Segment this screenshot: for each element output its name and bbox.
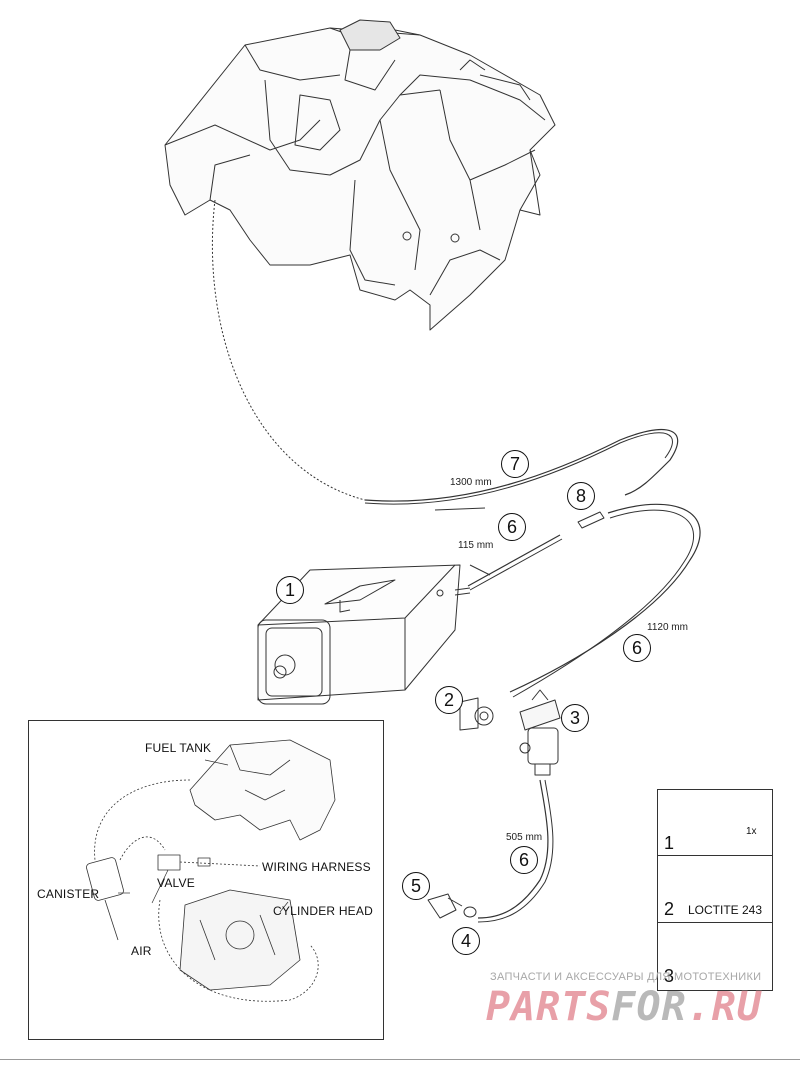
- bottom-rule: [0, 1059, 800, 1060]
- legend-row-1-number: 1: [664, 833, 675, 853]
- callout-part-6-bottom: 6: [510, 846, 538, 874]
- callout-part-7: 7: [501, 450, 529, 478]
- assembly-legend: 1 1x 2 LOCTITE 243 3: [657, 789, 773, 991]
- label-air: AIR: [131, 944, 152, 958]
- callout-part-6-short: 6: [498, 513, 526, 541]
- canister-drawing: [257, 564, 471, 705]
- callout-part-4: 4: [452, 927, 480, 955]
- label-valve: VALVE: [157, 876, 195, 890]
- label-canister: CANISTER: [37, 887, 100, 901]
- label-fuel-tank: FUEL TANK: [145, 741, 212, 755]
- fuel-tank-drawing: [164, 19, 556, 331]
- label-wiring-harness: WIRING HARNESS: [262, 860, 371, 874]
- hose-6-bottom: [477, 779, 549, 919]
- ring-4-drawing: [463, 906, 477, 918]
- callout-part-3: 3: [561, 704, 589, 732]
- watermark-tagline: ЗАПЧАСТИ И АКСЕССУАРЫ ДЛЯ МОТОТЕХНИКИ: [490, 971, 762, 983]
- watermark-logo: PARTSFOR.RU: [486, 984, 762, 1030]
- watermark-logo-part2: FOR: [611, 984, 687, 1030]
- legend-row-1-note: 1x: [746, 826, 757, 837]
- connector-8-drawing: [577, 511, 605, 529]
- inset-drawings: [86, 739, 336, 1002]
- watermark-logo-part3: .RU: [686, 984, 762, 1030]
- fitting-5-drawing: [427, 893, 463, 919]
- system-overview-inset: [28, 720, 384, 1040]
- length-hose-6-bottom: 505 mm: [506, 832, 543, 843]
- legend-row-2-number: 2: [664, 899, 675, 919]
- legend-row-3-number: 3: [664, 966, 675, 986]
- legend-row-2-note: LOCTITE 243: [688, 903, 763, 917]
- length-hose-6-short: 115 mm: [458, 540, 494, 551]
- length-hose-6-long: 1120 mm: [647, 622, 688, 633]
- label-cylinder-head: CYLINDER HEAD: [273, 904, 373, 918]
- nut-2-drawing: [459, 697, 494, 731]
- length-hose-7: 1300 mm: [450, 477, 492, 488]
- callout-part-1: 1: [276, 576, 304, 604]
- legend-row-2: 2 LOCTITE 243: [658, 855, 772, 923]
- callout-part-6-long: 6: [623, 634, 651, 662]
- callout-part-8: 8: [567, 482, 595, 510]
- callout-part-2: 2: [435, 686, 463, 714]
- hose-6-short: [467, 534, 561, 587]
- watermark-logo-part1: PARTS: [486, 984, 612, 1030]
- valve-3-drawing: [519, 689, 561, 776]
- legend-row-3: 3: [658, 922, 772, 990]
- hose-7-line: [211, 199, 366, 501]
- legend-row-1: 1 1x: [658, 790, 772, 856]
- callout-part-5: 5: [402, 872, 430, 900]
- hose-6-long: [509, 503, 701, 693]
